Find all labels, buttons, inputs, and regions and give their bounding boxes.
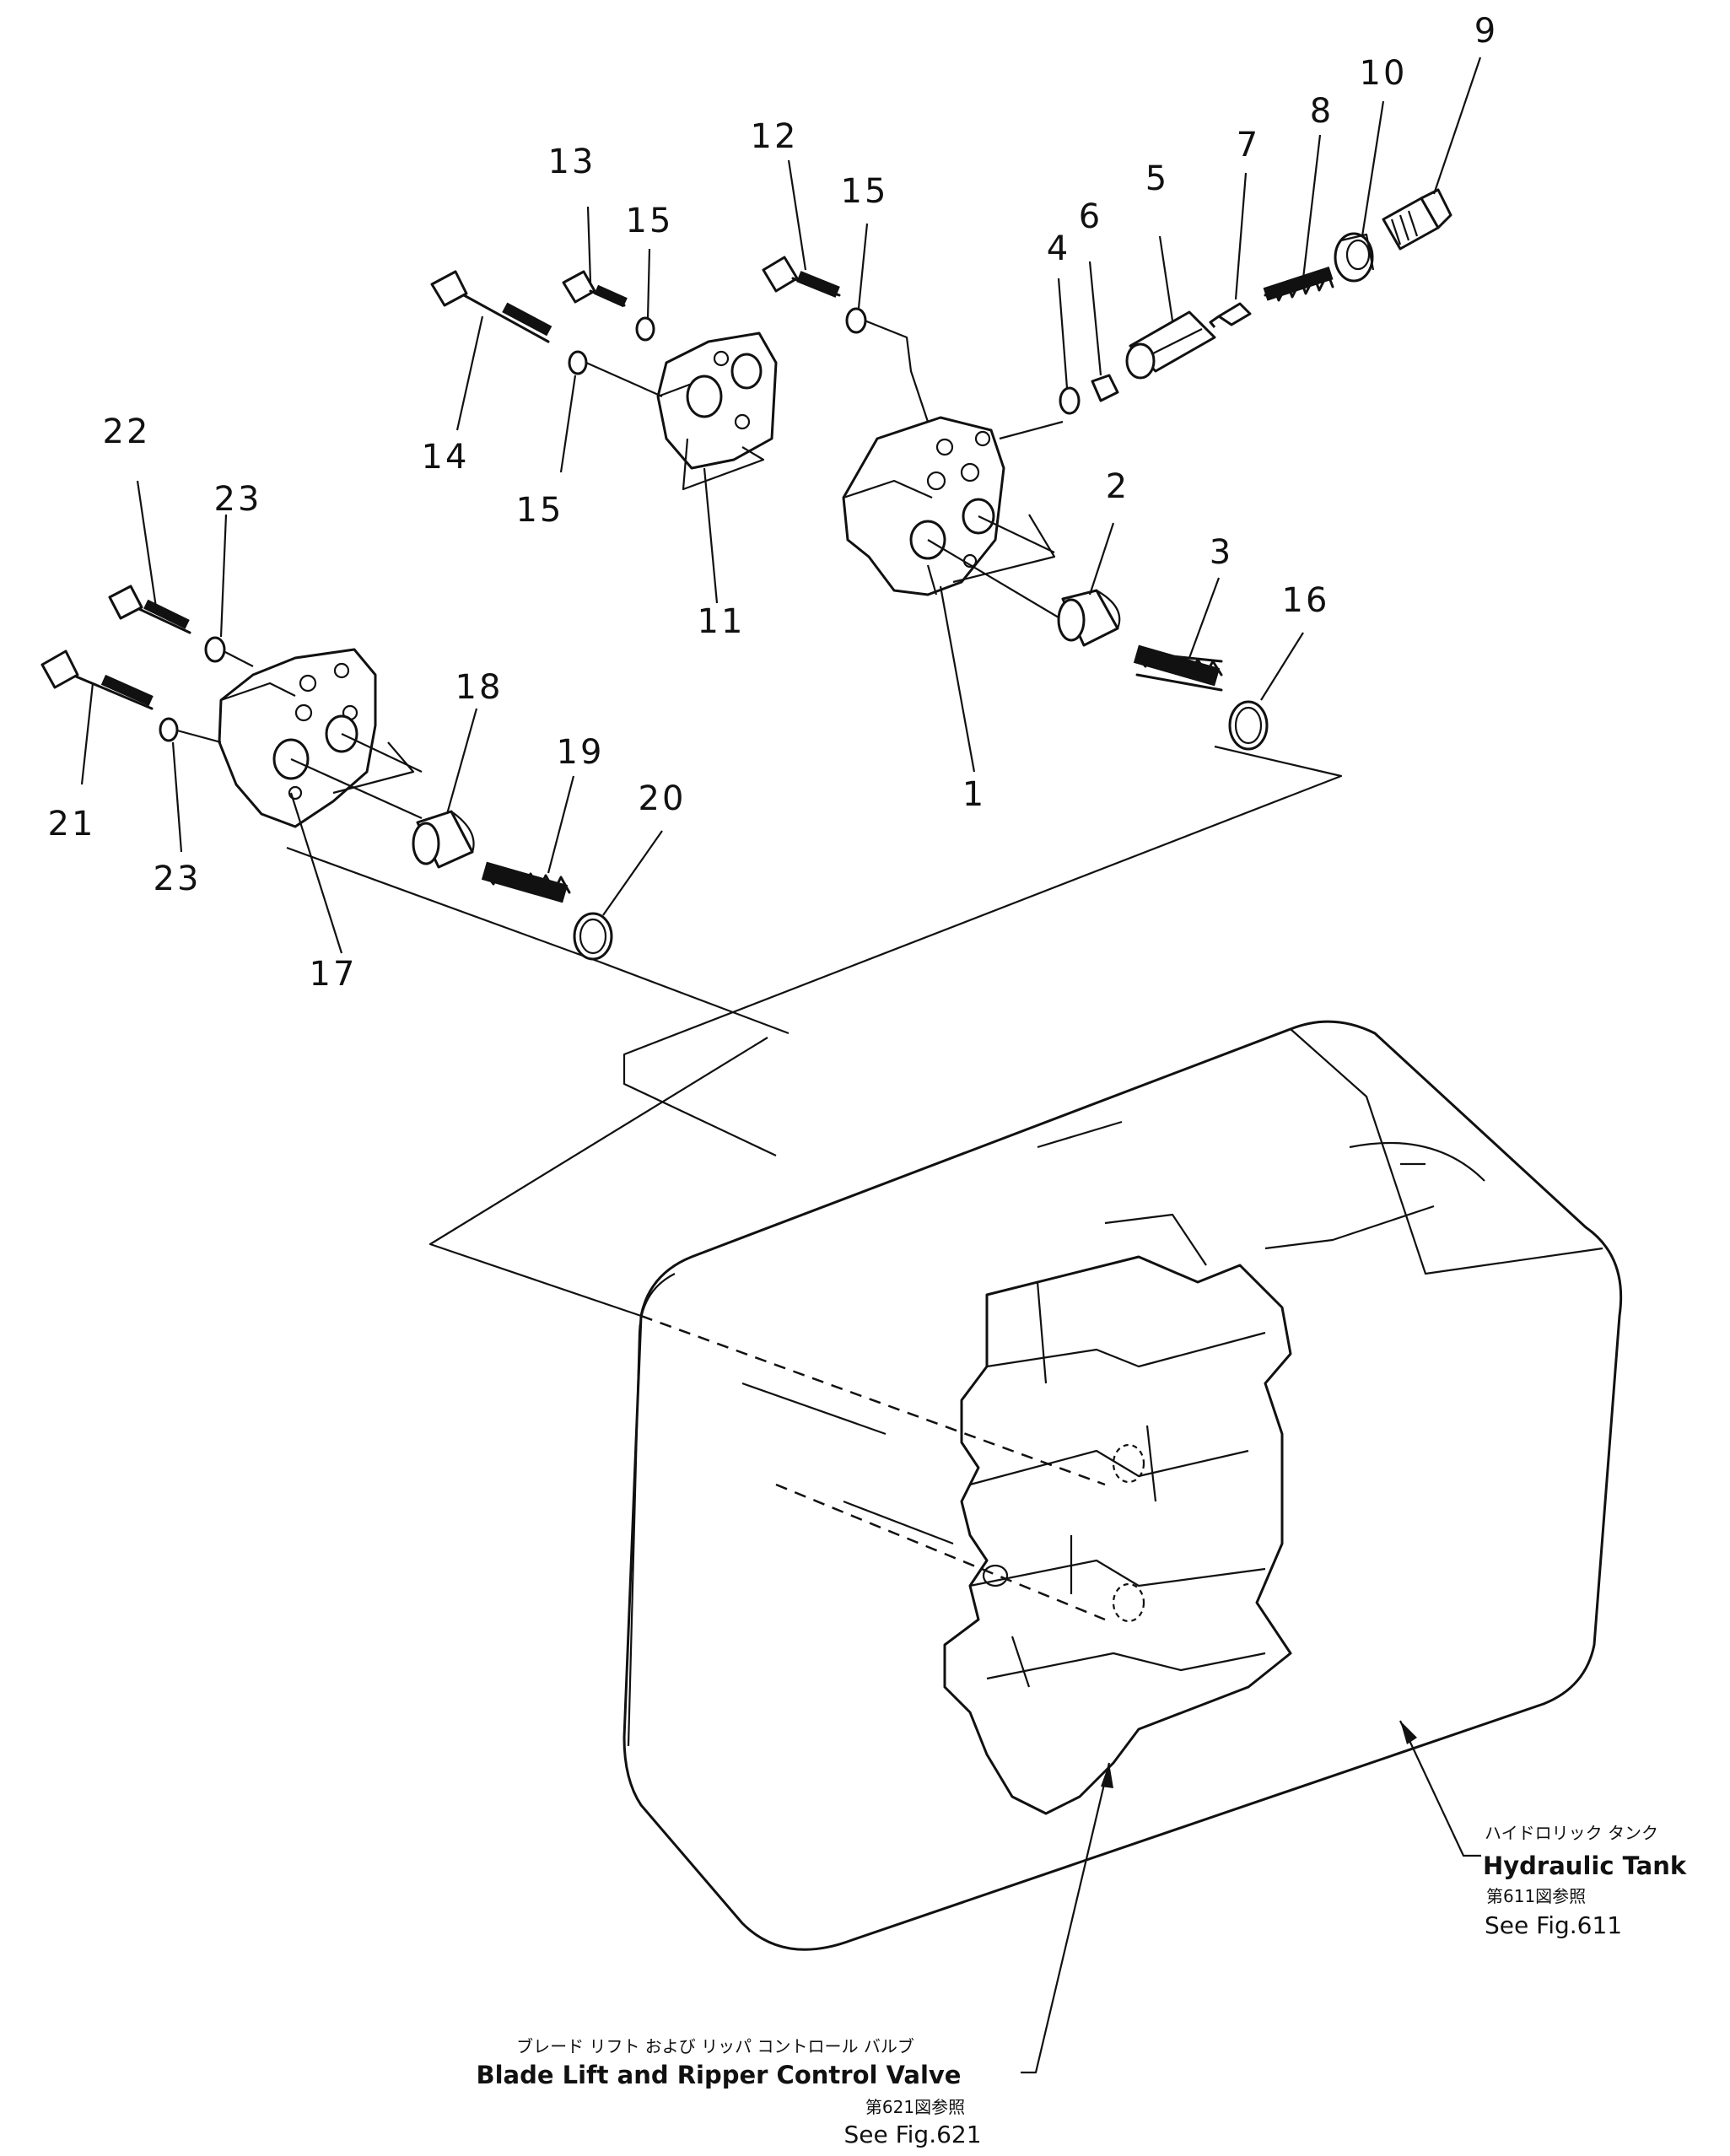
- middle-valve-group: [430, 270, 778, 491]
- callout-2: 2: [1106, 467, 1129, 506]
- poppet-7: [1209, 302, 1252, 328]
- adjusting-screw-9: [1382, 188, 1452, 251]
- callout-23b: 23: [154, 860, 202, 898]
- tank-ref-en: See Fig.611: [1485, 1911, 1622, 1939]
- caption-hydraulic-tank: ハイドロリック タンク Hydraulic Tank 第611図参照 See F…: [1483, 1823, 1687, 1939]
- valve-caption-jp: ブレード リフト および リッパ コントロール バルブ: [516, 2036, 914, 2056]
- callout-6: 6: [1079, 197, 1102, 236]
- control-valve-body: [943, 1213, 1292, 1815]
- right-valve-group: [762, 188, 1452, 751]
- valve-caption-en: Blade Lift and Ripper Control Valve: [477, 2061, 962, 2089]
- callout-15b: 15: [516, 491, 564, 530]
- callout-10: 10: [1360, 54, 1408, 93]
- callout-3: 3: [1210, 533, 1233, 572]
- sleeve-18: [412, 810, 475, 869]
- callout-20: 20: [639, 779, 687, 818]
- callout-16: 16: [1282, 581, 1330, 620]
- spring-19: [481, 861, 571, 903]
- tank-caption-jp: ハイドロリック タンク: [1485, 1823, 1658, 1843]
- callout-12: 12: [751, 117, 799, 156]
- callout-5: 5: [1145, 159, 1169, 198]
- valve-ref-jp: 第621図参照: [865, 2097, 965, 2117]
- callout-1: 1: [962, 775, 986, 814]
- washer-15b: [568, 350, 588, 375]
- seat-6: [1091, 374, 1119, 402]
- spring-8: [1263, 267, 1334, 302]
- washer-15a: [635, 316, 655, 342]
- callout-23a: 23: [214, 480, 262, 519]
- nut-10: [1334, 232, 1375, 283]
- callout-18: 18: [455, 668, 504, 707]
- callout-13: 13: [548, 143, 596, 181]
- callout-15c: 15: [841, 172, 889, 211]
- callout-21: 21: [48, 805, 96, 844]
- callout-19: 19: [557, 733, 605, 772]
- callout-8: 8: [1310, 92, 1334, 131]
- o-ring-4: [1059, 386, 1081, 415]
- callout-22: 22: [103, 412, 151, 451]
- callout-numbers: 1 2 3 4 5 6 7 8 9 10 11 12 13 14 15 15 1…: [48, 12, 1498, 994]
- left-valve-group: [40, 585, 613, 961]
- sleeve-5: [1125, 310, 1216, 380]
- bolt-21: [40, 649, 154, 710]
- bolt-13: [562, 270, 628, 308]
- callout-4: 4: [1047, 229, 1070, 268]
- bolt-14: [430, 270, 552, 343]
- bolt-12: [762, 256, 841, 298]
- spring-3: [1133, 644, 1223, 692]
- callout-14: 14: [422, 438, 470, 477]
- callout-leaders: [80, 57, 1482, 2074]
- tank-caption-en: Hydraulic Tank: [1483, 1851, 1687, 1880]
- sleeve-2: [1057, 589, 1121, 647]
- callout-17: 17: [310, 955, 358, 994]
- valve-ref-en: See Fig.621: [843, 2121, 981, 2148]
- washer-15c: [845, 307, 867, 334]
- washer-23a: [204, 636, 226, 663]
- callout-15a: 15: [626, 202, 674, 240]
- callout-9: 9: [1474, 12, 1498, 51]
- bolt-22: [108, 585, 191, 634]
- washer-23b: [159, 717, 179, 742]
- hydraulic-tank: [622, 1020, 1623, 1951]
- tank-ref-jp: 第611図参照: [1486, 1886, 1586, 1906]
- caption-control-valve: ブレード リフト および リッパ コントロール バルブ Blade Lift a…: [477, 2036, 982, 2148]
- leader-lines: [286, 745, 1343, 1621]
- callout-7: 7: [1237, 126, 1260, 164]
- callout-11: 11: [698, 602, 746, 641]
